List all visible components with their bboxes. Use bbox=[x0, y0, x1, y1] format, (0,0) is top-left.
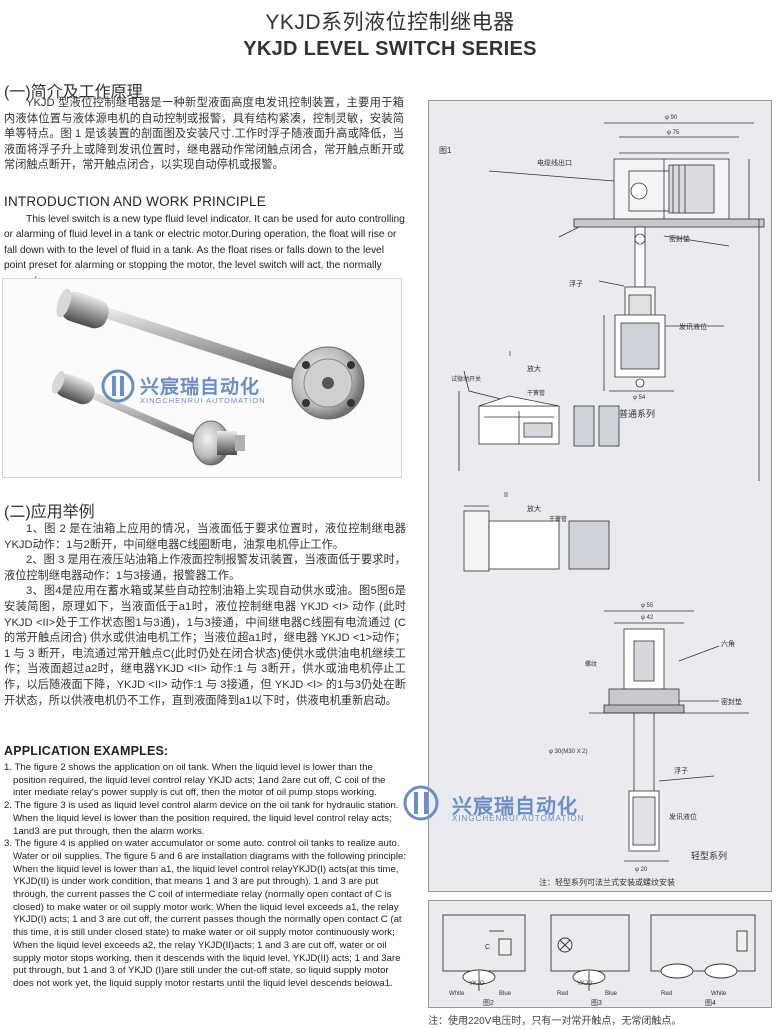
drawing-label-enlarge: 放大 bbox=[527, 364, 541, 373]
section-drawing-svg: 图1 电缆线出口 密封垫 浮子 发讯液位 φ 90 φ 75 φ 54 普通系列… bbox=[439, 115, 765, 887]
drawing-label-float-2: 浮子 bbox=[674, 766, 688, 775]
brand-logo-icon bbox=[403, 785, 439, 821]
drawing-dim-42: φ 42 bbox=[641, 615, 654, 621]
lower-fitting bbox=[192, 420, 245, 466]
application-heading-cn: (二)应用举例 bbox=[4, 504, 95, 521]
drawing-dim-90: φ 90 bbox=[665, 115, 678, 121]
wiring-fig2-label: 图2 bbox=[483, 999, 494, 1007]
drawing-label-level-2: 发讯液位 bbox=[669, 812, 697, 821]
drawing-fig-label: 图1 bbox=[439, 146, 452, 155]
intro-heading-en: INTRODUCTION AND WORK PRINCIPLE bbox=[4, 194, 266, 209]
drawing-dim-30: φ 30(M30 X 2) bbox=[549, 749, 588, 755]
drawing-note: 注：轻型系列可法兰式安装或螺纹安装 bbox=[539, 877, 675, 887]
application-item-en: 1. The figure 2 shows the application on… bbox=[4, 762, 386, 799]
lower-float bbox=[51, 370, 95, 405]
watermark-brand-cn: 兴宸瑞自动化 bbox=[140, 377, 261, 398]
drawing-label-level: 发讯液位 bbox=[679, 322, 707, 331]
wiring-label-c: C bbox=[485, 944, 490, 951]
drawing-label-seal-2: 密封垫 bbox=[721, 697, 742, 706]
application-item-cn: 1、图 2 是在油箱上应用的情况，当液面低于要求位置时，液位控制继电器YKJD动… bbox=[4, 523, 406, 551]
wiring-label-blue: Blue bbox=[499, 991, 512, 997]
drawing-label-light: 轻型系列 bbox=[691, 850, 727, 861]
intro-heading-cn: (一)简介及工作原理 bbox=[4, 84, 143, 101]
level-switch-illustration bbox=[51, 288, 365, 466]
application-list-cn: 1、图 2 是在油箱上应用的情况，当液面低于要求位置时，液位控制继电器YKJD动… bbox=[4, 522, 406, 709]
drawing-dim-54: φ 54 bbox=[633, 395, 646, 401]
footer-note: 注：使用220V电压时，只有一对常开触点，无常闭触点。 bbox=[428, 1016, 682, 1027]
wiring-label-ykjd: YKJD bbox=[577, 981, 593, 987]
drawing-label-plain: 普通系列 bbox=[619, 408, 655, 419]
watermark-brand-cn: 兴宸瑞自动化 bbox=[452, 796, 578, 818]
application-heading-en: APPLICATION EXAMPLES: bbox=[4, 744, 169, 758]
wiring-label-ykjd: YKJD bbox=[469, 981, 485, 987]
wiring-fig4-label: 图4 bbox=[705, 999, 716, 1007]
wiring-label-red: Red bbox=[661, 991, 672, 997]
drawing-label-reed-2: 干簧管 bbox=[549, 515, 567, 523]
drawing-label-enlarge-2: 放大 bbox=[527, 504, 541, 513]
page-title-cn: YKJD系列液位控制继电器 bbox=[265, 11, 515, 34]
upper-flange bbox=[291, 346, 365, 420]
drawing-label-detail-i: I bbox=[509, 351, 511, 358]
drawing-label-thread: 螺纹 bbox=[585, 660, 597, 668]
drawing-dim-75: φ 75 bbox=[667, 130, 680, 136]
wiring-label-red: Red bbox=[557, 991, 568, 997]
wiring-fig3-label: 图3 bbox=[591, 999, 602, 1007]
drawing-label-hex: 六角 bbox=[721, 639, 735, 648]
drawing-label-detail-ii: II bbox=[504, 492, 508, 499]
wiring-diagrams: C White Blue YKJD 图2 YKJD Red Blue 图3 Re… bbox=[428, 900, 772, 1008]
product-photo bbox=[2, 278, 402, 478]
drawing-label-reed: 干簧管 bbox=[527, 389, 545, 397]
drawing-label-cable: 电缆线出口 bbox=[537, 158, 572, 167]
drawing-label-float: 浮子 bbox=[569, 279, 583, 288]
page-title-en: YKJD LEVEL SWITCH SERIES bbox=[243, 38, 537, 60]
application-list-en: 1. The figure 2 shows the application on… bbox=[4, 762, 406, 991]
application-item-cn: 2、图 3 是用在液压站油箱上作液面控制报警发讯装置，当液面低于要求时，液位控制… bbox=[4, 554, 406, 582]
watermark-brand-en: XINGCHENRUI AUTOMATION bbox=[140, 396, 266, 405]
wiring-label-blue: Blue bbox=[605, 991, 618, 997]
drawing-dim-20: φ 20 bbox=[635, 867, 648, 873]
wiring-label-white: White bbox=[449, 991, 465, 997]
intro-paragraph-cn: YKJD 型液位控制继电器是一种新型液面高度电发讯控制装置，主要用于箱内液体位置… bbox=[4, 97, 404, 172]
upper-float bbox=[56, 288, 109, 329]
wiring-label-white: White bbox=[711, 991, 727, 997]
application-item-en: 3. The figure 4 is applied on water accu… bbox=[4, 838, 407, 989]
watermark-brand-en: XINGCHENRUI AUTOMATION bbox=[452, 814, 585, 823]
wiring-diagrams-svg: C White Blue YKJD 图2 YKJD Red Blue 图3 Re… bbox=[442, 914, 756, 1007]
drawing-dim-55: φ 55 bbox=[641, 603, 654, 609]
drawing-label-micro: 试微动开关 bbox=[451, 375, 481, 383]
application-item-en: 2. The figure 3 is used as liquid level … bbox=[4, 800, 399, 837]
application-item-cn: 3、图4是应用在蓄水箱或某些自动控制油箱上实现自动供水或油。图5图6是安装简图，… bbox=[4, 585, 406, 707]
drawing-label-seal: 密封垫 bbox=[669, 234, 690, 243]
technical-drawing: 图1 电缆线出口 密封垫 浮子 发讯液位 φ 90 φ 75 φ 54 普通系列… bbox=[428, 100, 772, 892]
brand-logo-icon bbox=[101, 369, 135, 403]
